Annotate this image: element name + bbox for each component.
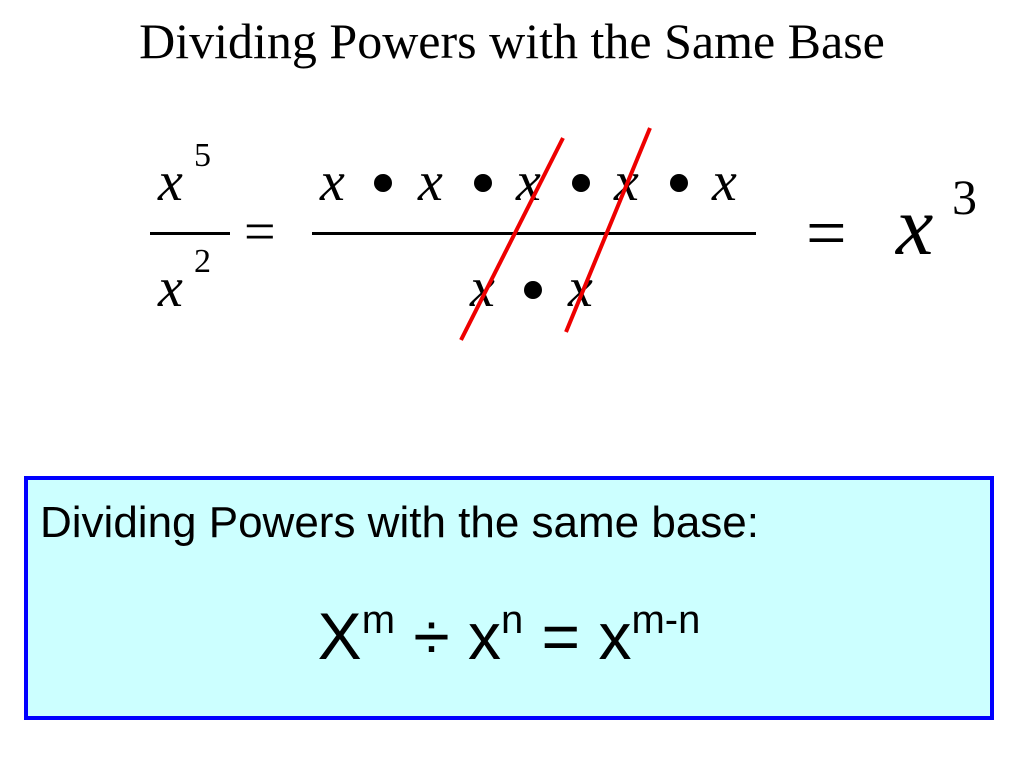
expanded-fraction-bar [312, 232, 756, 235]
rule-base-3: x [598, 599, 632, 673]
result-exponent: 3 [952, 169, 977, 225]
multiplication-dot [474, 174, 492, 192]
equals-sign-1: = [244, 201, 276, 263]
denominator-base: x [158, 257, 183, 319]
multiplication-dot [670, 174, 688, 192]
cancel-stroke [564, 127, 652, 333]
numerator-base: x [158, 151, 183, 213]
multiplication-dot [572, 174, 590, 192]
rule-divide-sign: ÷ [413, 599, 450, 673]
expanded-factor: x [320, 151, 345, 213]
left-fraction-bar [150, 232, 230, 235]
numerator-exponent: 5 [194, 137, 211, 174]
expanded-denominator-factor: x [470, 257, 495, 319]
rule-base-2: x [467, 599, 501, 673]
expanded-factor: x [418, 151, 443, 213]
cancel-stroke [459, 137, 565, 341]
result-base: x [896, 180, 934, 273]
rule-exponent-m: m [361, 598, 396, 642]
rule-equals-sign: = [541, 599, 581, 673]
cancel-strokes [459, 127, 652, 341]
expanded-denominator-factor: x [568, 257, 593, 319]
expanded-factor: x [712, 151, 737, 213]
denominator-exponent: 2 [194, 243, 211, 280]
rule-exponent-result: m-n [631, 598, 701, 642]
rule-formula: Xm ÷ xn = xm-n [28, 598, 990, 674]
multiplication-dot [524, 281, 542, 299]
multiplication-dot [374, 174, 392, 192]
page-title: Dividing Powers with the Same Base [139, 13, 885, 69]
rule-base-1: X [317, 599, 362, 673]
rule-box: Dividing Powers with the same base: Xm ÷… [24, 476, 994, 720]
rule-exponent-n: n [500, 598, 524, 642]
rule-label: Dividing Powers with the same base: [40, 498, 759, 547]
equals-sign-2: = [806, 193, 847, 273]
